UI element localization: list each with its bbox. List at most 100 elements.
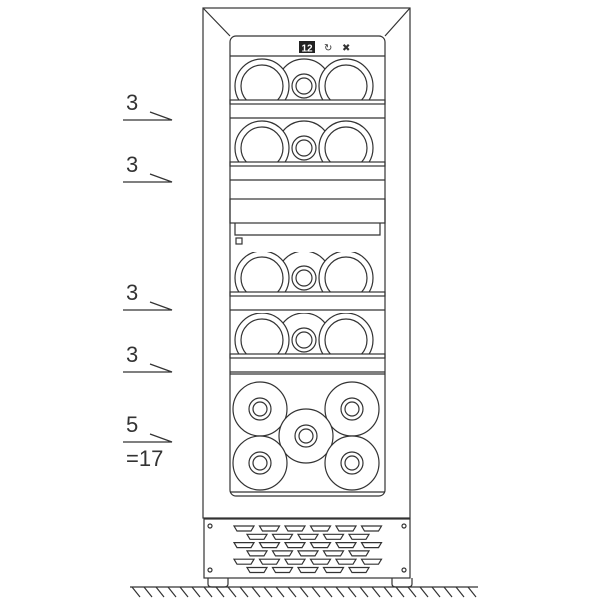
vent-slot: [296, 533, 320, 540]
capacity-label: 3: [126, 342, 138, 367]
bottle-base-inner: [240, 256, 284, 292]
shelf-rail: [229, 291, 386, 297]
vent-slot: [283, 558, 307, 565]
bottle-base-inner: [324, 126, 368, 162]
bottle-punt: [232, 381, 288, 437]
vent-slot: [271, 533, 294, 540]
bottle-base-inner: [240, 126, 284, 162]
bottle-base-inner: [324, 318, 368, 354]
bottle-base: [234, 252, 290, 292]
floor-hatch: [311, 586, 321, 598]
floor-hatch: [251, 586, 261, 598]
vent-slot: [309, 542, 332, 549]
bottle-ring: [340, 397, 364, 421]
screw: [207, 567, 213, 573]
floor-hatch: [287, 586, 297, 598]
vent-slot: [245, 550, 269, 557]
bottle-base: [318, 58, 374, 100]
floor-hatch: [407, 586, 417, 598]
capacity-label: 5: [126, 412, 138, 437]
vent-slot: [347, 550, 371, 557]
bottle-ring-inner: [252, 455, 268, 471]
bottle-punt: [232, 435, 288, 491]
vent-slot: [232, 542, 256, 549]
bottle-punt: [324, 381, 380, 437]
vent-slot: [334, 542, 358, 549]
bottle-base-inner: [324, 256, 368, 292]
floor-hatch: [359, 586, 369, 598]
foot: [391, 578, 413, 588]
vent-slot: [271, 566, 294, 574]
floor-hatch: [167, 586, 177, 598]
vent-slot: [232, 558, 256, 565]
capacity-label: 3: [126, 90, 138, 115]
temperature-display: [299, 41, 315, 53]
floor-hatch: [263, 586, 273, 598]
control-panel: 12 ↻ ✖: [299, 41, 350, 55]
vent-slot: [245, 533, 269, 540]
bottle-base: [318, 313, 374, 354]
shelf-row: [234, 252, 374, 292]
screw: [401, 523, 407, 529]
vent-slot: [322, 533, 345, 540]
vent-slot: [258, 542, 281, 549]
vent-slot: [232, 525, 256, 532]
light-icon[interactable]: ↻: [324, 43, 332, 54]
bottle-base-inner: [240, 318, 284, 354]
floor-hatch: [275, 586, 285, 598]
vent-slot: [296, 566, 320, 574]
fan-icon[interactable]: ✖: [342, 43, 350, 54]
floor-hatch: [467, 586, 477, 598]
floor-hatch: [191, 586, 201, 598]
bottle-ring-inner: [252, 401, 268, 417]
shelf-row: [234, 120, 374, 162]
bottle-cap: [295, 269, 313, 287]
vent-slot: [245, 566, 269, 574]
vent-slot: [334, 525, 358, 532]
vent-slot: [322, 550, 345, 557]
shelf-row: [234, 313, 374, 354]
floor-hatch: [335, 586, 345, 598]
bottle-cap: [295, 139, 313, 157]
floor-hatch: [443, 586, 453, 598]
bottle-ring-inner: [344, 401, 360, 417]
bottle-ring-inner: [344, 455, 360, 471]
leader-arrow: [123, 433, 173, 443]
bottle-base-inner: [324, 64, 368, 100]
floor-hatch: [383, 586, 393, 598]
bottle-ring-inner: [298, 428, 314, 444]
floor-hatch: [179, 586, 189, 598]
floor-hatch: [155, 586, 165, 598]
leader-arrow: [123, 173, 173, 183]
vent-slot: [271, 550, 294, 557]
shelf-rail: [229, 353, 386, 359]
bottle-cap: [295, 331, 313, 349]
vent-slot: [309, 558, 332, 565]
leader-arrow: [123, 363, 173, 373]
vent-slot: [309, 525, 332, 532]
bottle-ring: [340, 451, 364, 475]
floor-hatch: [395, 586, 405, 598]
floor-hatch: [203, 586, 213, 598]
middle-drawer: [229, 198, 386, 245]
capacity-label: 3: [126, 152, 138, 177]
vent-slot: [296, 550, 320, 557]
foot: [207, 578, 229, 588]
total-label: =17: [126, 446, 163, 471]
bottle-base-inner: [240, 64, 284, 100]
bottle-punt: [324, 435, 380, 491]
bottle-ring: [248, 397, 272, 421]
bottle-ring: [294, 424, 318, 448]
floor-hatch: [215, 586, 225, 598]
vent-slot: [347, 533, 371, 540]
shelves: [229, 58, 386, 493]
vent-slot: [360, 542, 383, 549]
vent-slot: [360, 525, 383, 532]
floor-hatch: [371, 586, 381, 598]
vent-slot: [360, 558, 383, 565]
floor-hatch: [227, 586, 237, 598]
bottle-base: [234, 313, 290, 354]
bottom-bottle-stack: [232, 381, 380, 491]
